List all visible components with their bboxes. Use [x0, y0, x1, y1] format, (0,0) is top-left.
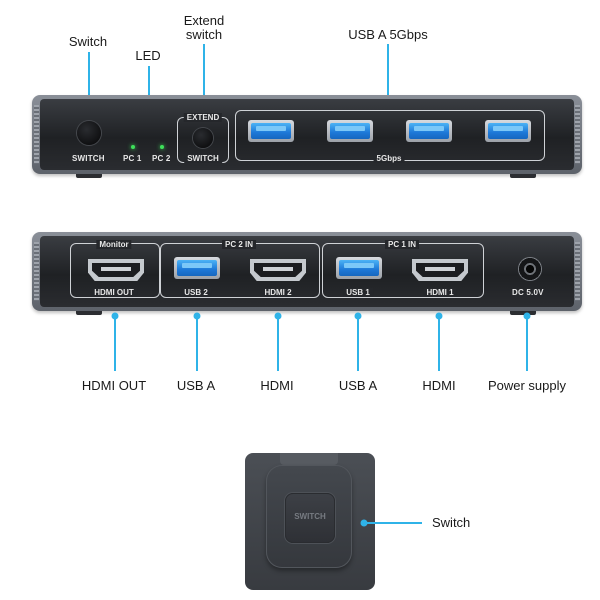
- side-ribs-left: [34, 105, 39, 164]
- callout-power-supply: Power supply: [487, 378, 567, 393]
- callout-line-usb-a-pc2: [196, 316, 198, 371]
- usb-a-port-pc2[interactable]: [174, 257, 220, 279]
- dc-label: DC 5.0V: [512, 288, 544, 297]
- callout-line-usb: [387, 44, 389, 103]
- device-foot: [510, 311, 536, 315]
- led-pc1-icon: [131, 145, 135, 149]
- pc1-group-label: PC 1 IN: [384, 240, 420, 249]
- extend-bottom-label: SWITCH: [184, 154, 222, 163]
- switch-button[interactable]: [77, 121, 101, 145]
- usb-a-port-pc1[interactable]: [336, 257, 382, 279]
- usb-a-port-front-3[interactable]: [406, 120, 452, 142]
- callout-extend-line1: Extend: [183, 13, 225, 28]
- side-ribs-right: [575, 105, 580, 164]
- monitor-group-label: Monitor: [96, 240, 132, 249]
- pc2-group-label: PC 2 IN: [221, 240, 257, 249]
- pc1-hdmi-label: HDMI 1: [423, 288, 457, 297]
- hdmi-out-label: HDMI OUT: [91, 288, 137, 297]
- remote-switch-button-label: SWITCH: [294, 512, 326, 521]
- led-pc1-label: PC 1: [123, 154, 142, 163]
- extend-top-label: EXTEND: [183, 113, 223, 122]
- callout-led: LED: [135, 48, 161, 63]
- usb-a-port-front-2[interactable]: [327, 120, 373, 142]
- pc1-usb-label: USB 1: [343, 288, 373, 297]
- callout-extend-line2: switch: [185, 27, 223, 42]
- callout-line-hdmi-pc1: [438, 316, 440, 371]
- side-ribs-left: [34, 242, 39, 301]
- callout-usb-a-5gbps: USB A 5Gbps: [348, 27, 428, 42]
- callout-hdmi-out: HDMI OUT: [81, 378, 147, 393]
- callout-remote-switch: Switch: [432, 515, 471, 530]
- callout-hdmi-pc1: HDMI: [422, 378, 456, 393]
- remote-switch-strap: [280, 453, 338, 465]
- callout-line-hdmi-out: [114, 316, 116, 371]
- callout-hdmi-pc2: HDMI: [260, 378, 294, 393]
- callout-line-extend: [203, 44, 205, 106]
- callout-line-usb-a-pc1: [357, 316, 359, 371]
- usb-a-port-front-4[interactable]: [485, 120, 531, 142]
- device-foot: [76, 311, 102, 315]
- callout-line-hdmi-pc2: [277, 316, 279, 371]
- hdmi-1-port[interactable]: [412, 259, 468, 281]
- hdmi-out-port[interactable]: [88, 259, 144, 281]
- usb-group-label: 5Gbps: [373, 154, 405, 163]
- callout-usb-a-pc2: USB A: [176, 378, 216, 393]
- remote-switch-button[interactable]: SWITCH: [285, 493, 335, 543]
- callout-switch: Switch: [68, 34, 108, 49]
- led-pc2-icon: [160, 145, 164, 149]
- extend-switch-button[interactable]: [193, 128, 213, 148]
- led-pc2-label: PC 2: [152, 154, 171, 163]
- callout-extend-switch: Extend switch: [184, 14, 224, 42]
- callout-line-switch: [88, 52, 90, 114]
- callout-line-power: [526, 316, 528, 371]
- device-foot: [76, 174, 102, 178]
- callout-usb-a-pc1: USB A: [338, 378, 378, 393]
- device-foot: [510, 174, 536, 178]
- side-ribs-right: [575, 242, 580, 301]
- usb-a-port-front-1[interactable]: [248, 120, 294, 142]
- switch-label: SWITCH: [72, 154, 105, 163]
- dc-power-jack[interactable]: [518, 257, 542, 281]
- pc2-usb-label: USB 2: [181, 288, 211, 297]
- hdmi-2-port[interactable]: [250, 259, 306, 281]
- callout-line-remote-switch: [364, 522, 422, 524]
- pc2-hdmi-label: HDMI 2: [261, 288, 295, 297]
